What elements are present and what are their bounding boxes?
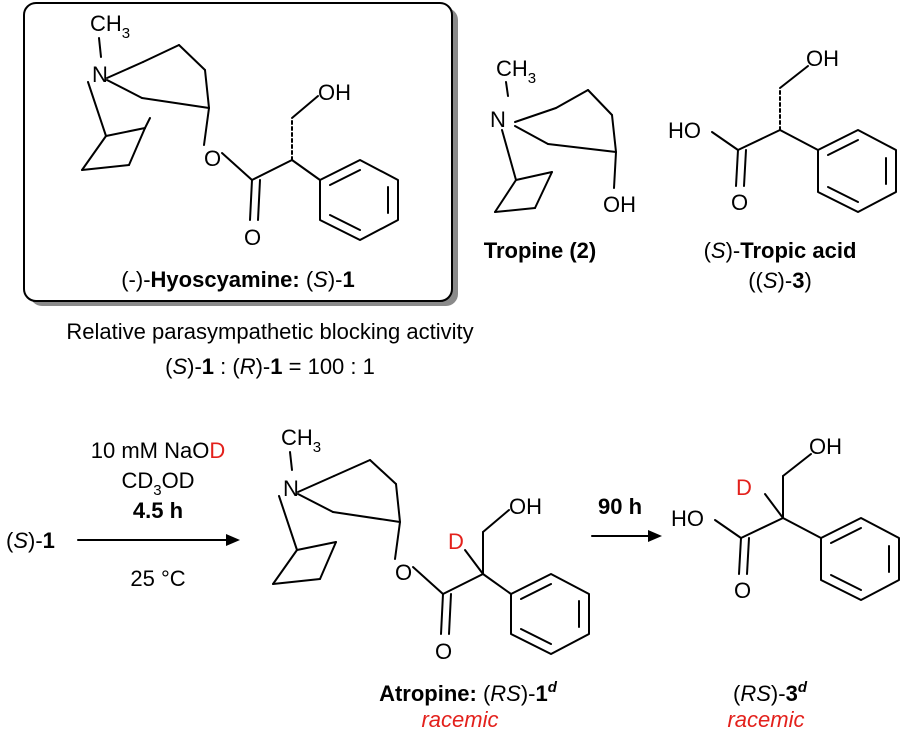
product-3d-structure: HO O OH D xyxy=(671,434,900,603)
atom-ester-o: O xyxy=(204,146,221,171)
reaction-1-temperature: 25 °C xyxy=(130,566,185,591)
tropic-acid-atom-o: O xyxy=(731,190,748,215)
reaction-1-time: 4.5 h xyxy=(133,498,183,523)
atom-carbonyl-o: O xyxy=(244,225,261,250)
tropine-label: Tropine (2) xyxy=(484,238,596,263)
product-3d-label: (RS)-3d xyxy=(733,679,808,706)
tropine-atom-ch3: CH3 xyxy=(496,56,536,87)
activity-ratio: (S)-1 : (R)-1 = 100 : 1 xyxy=(165,354,375,379)
atropine-racemic-note: racemic xyxy=(421,707,498,731)
reagent-naod: 10 mM NaOD xyxy=(91,438,225,463)
product-3d-racemic-note: racemic xyxy=(727,707,804,731)
tropic-acid-atom-ho: HO xyxy=(668,118,701,143)
tropine-atom-oh: OH xyxy=(603,192,636,217)
atropine-atom-n: N xyxy=(283,476,299,501)
atropine-structure: N CH3 O O OH D xyxy=(272,425,590,664)
atom-ch3: CH3 xyxy=(90,11,130,42)
atropine-atom-ester-o: O xyxy=(395,560,412,585)
tropic-acid-structure: HO O OH xyxy=(668,46,897,215)
reaction-2-time: 90 h xyxy=(598,494,642,519)
tropine-structure: N CH3 OH xyxy=(490,56,636,217)
hyoscyamine-label: (-)-Hyoscyamine: (S)-1 xyxy=(121,267,355,292)
product-3d-atom-oh: OH xyxy=(809,434,842,459)
atom-n: N xyxy=(92,62,108,87)
product-3d-atom-d: D xyxy=(736,475,752,500)
atropine-atom-ch3: CH3 xyxy=(281,425,321,456)
tropic-acid-number: ((S)-3) xyxy=(748,268,812,293)
atom-oh: OH xyxy=(318,80,351,105)
hyoscyamine-structure: N CH3 O O OH xyxy=(81,11,399,250)
starting-material-label: (S)-1 xyxy=(6,528,55,553)
atropine-atom-oh: OH xyxy=(509,494,542,519)
product-3d-atom-ho: HO xyxy=(671,506,704,531)
reaction-arrow-1-head xyxy=(226,534,240,546)
tropic-acid-atom-oh: OH xyxy=(806,46,839,71)
tropic-acid-label: (S)-Tropic acid xyxy=(704,238,857,263)
reagent-cd3od: CD3OD xyxy=(121,468,194,499)
activity-caption: Relative parasympathetic blocking activi… xyxy=(66,319,473,344)
atropine-label: Atropine: (RS)-1d xyxy=(379,679,558,706)
atropine-atom-carbonyl-o: O xyxy=(435,639,452,664)
product-3d-atom-o: O xyxy=(734,578,751,603)
highlight-box xyxy=(23,2,453,302)
reaction-arrow-2-head xyxy=(648,530,662,542)
atropine-atom-d: D xyxy=(448,529,464,554)
tropine-atom-n: N xyxy=(490,107,506,132)
